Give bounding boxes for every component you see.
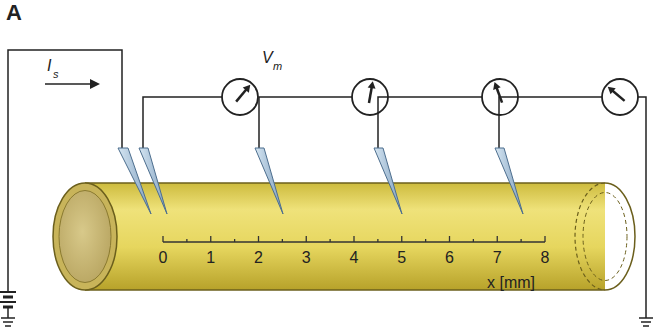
scale-bar (163, 236, 545, 242)
voltmeter (255, 79, 388, 214)
panel-letter: A (6, 2, 22, 24)
current-arrow (45, 79, 100, 89)
battery-symbol (0, 292, 16, 326)
scale-number: 7 (493, 250, 502, 266)
scale-number: 6 (445, 250, 454, 266)
ground-symbol (638, 97, 653, 326)
voltmeter (374, 79, 518, 214)
scale-number: 0 (159, 250, 168, 266)
axon-end (53, 183, 117, 290)
scale-number: 5 (397, 250, 406, 266)
subscript: s (53, 69, 59, 80)
scale-number: 3 (302, 250, 311, 266)
subscript: m (273, 61, 282, 72)
stimulus-wire (8, 50, 122, 292)
current-symbol: I (47, 58, 51, 74)
voltmeter (139, 79, 258, 214)
scale-number: 1 (206, 250, 215, 266)
axis-label: x [mm] (487, 275, 535, 291)
voltage-symbol: V (262, 50, 273, 66)
scale-number: 8 (541, 250, 550, 266)
voltmeter (495, 79, 638, 214)
scale-number: 2 (254, 250, 263, 266)
scale-number: 4 (350, 250, 359, 266)
